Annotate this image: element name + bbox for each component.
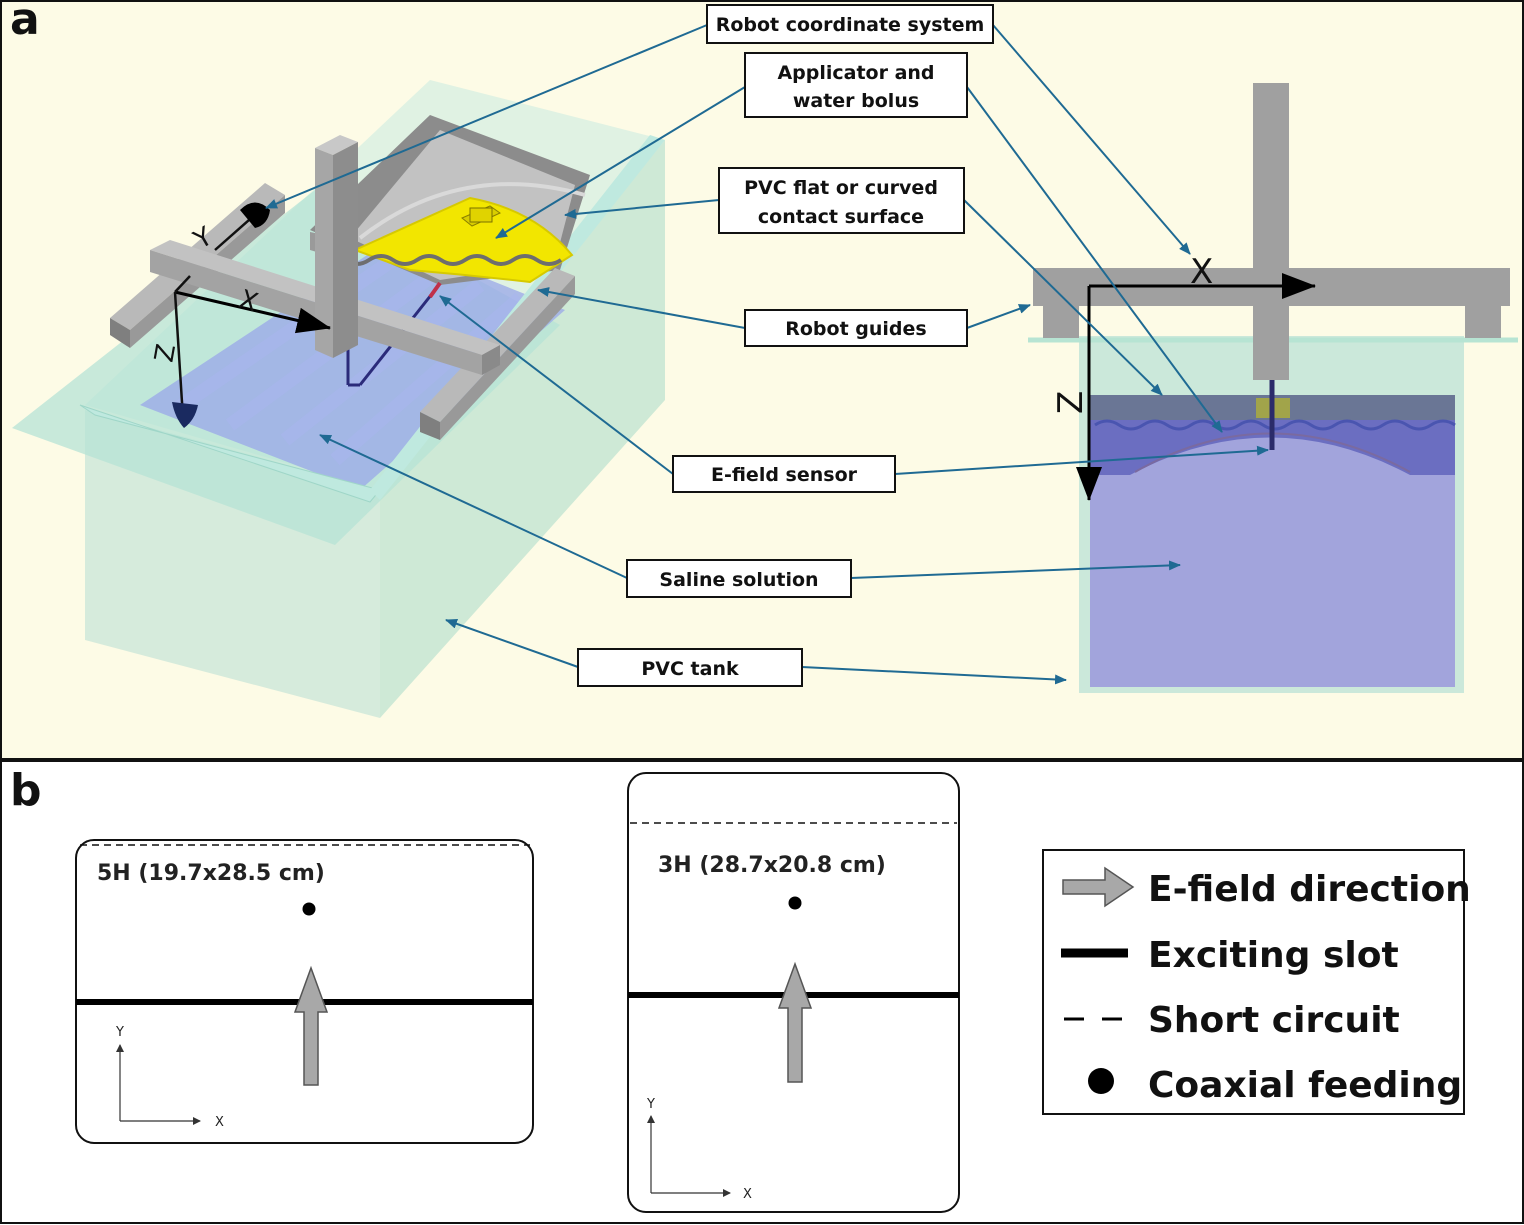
panel-b: b 5H (19.7x28.5 cm) Y X 3H (28.7x20.8 cm…	[0, 760, 1524, 1224]
callout-applicator: Applicator and water bolus	[744, 52, 968, 118]
robot-guide-right-side	[440, 276, 575, 440]
water-bolus-wave	[343, 254, 563, 266]
legend-label-coax: Coaxial feeding	[1148, 1065, 1462, 1106]
applicator-3h-axis-y-label: Y	[646, 1097, 655, 1112]
legend-label-short: Short circuit	[1148, 1000, 1400, 1041]
axis-z-arrowhead	[172, 402, 198, 428]
callout-robot-guides-text: Robot guides	[785, 318, 926, 340]
panel-a: a	[0, 0, 1524, 760]
leader-robot-guides-left	[537, 287, 746, 329]
applicator-3h-efield-arrow	[777, 961, 813, 1083]
leader-lines	[265, 24, 1269, 685]
callout-robot-guides: Robot guides	[744, 309, 968, 347]
leader-applicator-right	[966, 86, 1223, 433]
applicator-5h-axis-y-label: Y	[115, 1025, 124, 1040]
gray-arrow-icon	[1062, 866, 1135, 908]
callout-saline-solution: Saline solution	[626, 559, 852, 598]
leader-robot-coord-left	[265, 24, 708, 209]
axis-y-arrowhead	[240, 202, 270, 228]
tank-cross-section: X Z	[1028, 83, 1518, 693]
applicator-yellow	[352, 196, 574, 284]
robot-mast-top	[315, 135, 358, 155]
applicator-5h-label: 5H (19.7x28.5 cm)	[97, 861, 325, 886]
axis-z-3d	[173, 291, 185, 419]
callout-efield-sensor-text: E-field sensor	[711, 464, 858, 486]
legend-label-slot: Exciting slot	[1148, 935, 1399, 976]
coax-connector-block	[469, 207, 493, 223]
robot-guide-left-front	[110, 318, 130, 348]
applicator-5h-axis-x-label: X	[215, 1115, 224, 1130]
applicator-3h-coax-feed	[788, 896, 802, 910]
callout-pvc-surface-line2: contact surface	[758, 206, 924, 228]
legend: E-field direction Exciting slot Short ci…	[1042, 849, 1471, 1115]
applicator-3h-axis-x-label: X	[743, 1187, 752, 1202]
leader-saline-left	[319, 434, 628, 579]
robot-guide-right-front	[420, 412, 440, 440]
robot-leg-left	[1043, 306, 1079, 338]
callout-efield-sensor: E-field sensor	[672, 455, 896, 493]
water-bolus-wave-section	[1094, 419, 1456, 431]
panel-b-letter: b	[10, 765, 42, 816]
callout-pvc-surface: PVC flat or curved contact surface	[718, 167, 965, 234]
robot-leg-right	[1465, 306, 1501, 338]
axis-x-3d	[174, 290, 331, 334]
axis-x-section-label: X	[1190, 252, 1213, 292]
applicator-3h-label: 3H (28.7x20.8 cm)	[658, 853, 886, 878]
sensor-tip	[428, 281, 442, 299]
leader-applicator-left	[495, 86, 746, 239]
callout-applicator-line2: water bolus	[793, 90, 919, 112]
robot-mast-section	[1253, 83, 1289, 380]
curved-surface-edge	[358, 182, 586, 240]
leader-efield-left	[439, 295, 674, 475]
dot-icon	[1088, 1068, 1114, 1094]
callout-applicator-line1: Applicator and	[777, 62, 934, 84]
axis-y-3d-base	[174, 275, 191, 293]
applicator-5h-coax-feed	[302, 902, 316, 916]
leader-tank-left	[445, 618, 579, 668]
tank-3d: X Z Y	[12, 80, 665, 718]
tank-side-face	[380, 140, 665, 718]
applicator-5h-efield-arrow	[293, 965, 329, 1086]
callout-pvc-tank-text: PVC tank	[641, 658, 739, 680]
robot-mast-side	[333, 142, 358, 358]
axis-z-section-label: Z	[1051, 391, 1091, 414]
leader-robot-guides-right	[966, 304, 1031, 329]
callout-pvc-tank: PVC tank	[577, 648, 803, 687]
leader-tank-right	[801, 666, 1067, 685]
callout-pvc-surface-line1: PVC flat or curved	[744, 177, 938, 199]
panel-a-letter: a	[10, 0, 40, 45]
callout-robot-coordinate-system: Robot coordinate system	[706, 4, 994, 44]
robot-mast-front	[315, 148, 333, 358]
axis-z-3d-label: Z	[149, 342, 182, 365]
applicator-3h-diagram: 3H (28.7x20.8 cm) Y X	[627, 772, 960, 1213]
applicator-5h-diagram: 5H (19.7x28.5 cm) Y X	[75, 839, 534, 1144]
callout-saline-solution-text: Saline solution	[659, 569, 818, 591]
leader-saline-right	[850, 560, 1181, 579]
leader-robot-coord-right	[992, 24, 1191, 255]
callout-robot-coordinate-system-text: Robot coordinate system	[716, 14, 985, 36]
leader-efield-right	[894, 445, 1269, 475]
leader-pvc-surface-right	[963, 199, 1163, 396]
leader-pvc-surface-left	[564, 199, 720, 219]
robot-crossbar-end	[482, 345, 500, 375]
legend-label-efield: E-field direction	[1148, 869, 1471, 910]
